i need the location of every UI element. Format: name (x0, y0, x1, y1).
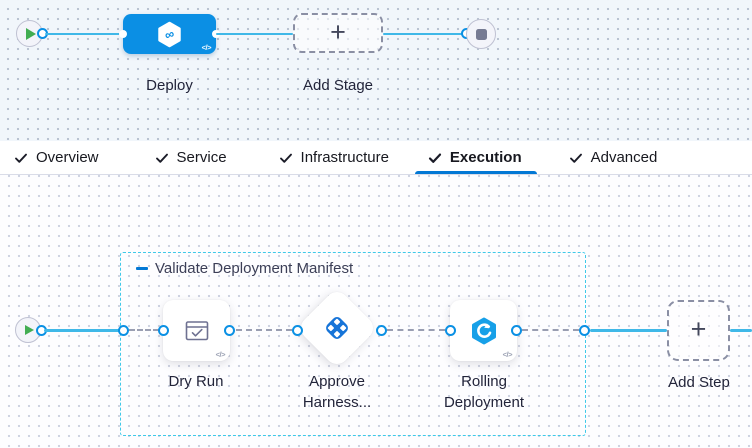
tab-service[interactable]: Service (155, 141, 227, 174)
stage-graph-canvas: ∞ </> Deploy + Add Stage (0, 0, 752, 141)
approve-right-port[interactable] (376, 325, 387, 336)
deploy-left-port[interactable] (119, 30, 127, 38)
step-label-approve: Approve Harness... (287, 371, 387, 413)
checked-window-icon (185, 320, 208, 340)
check-icon (15, 153, 27, 163)
play-icon (26, 27, 36, 40)
add-step-button[interactable]: + (667, 300, 730, 361)
step-label-line: Approve (309, 373, 365, 390)
dryrun-right-port[interactable] (224, 325, 235, 336)
tab-label: Overview (36, 149, 99, 166)
add-step-label: Add Step (668, 374, 730, 391)
stage-label-deploy: Deploy (146, 77, 193, 94)
tab-overview[interactable]: Overview (14, 141, 99, 174)
group-left-port[interactable] (118, 325, 129, 336)
check-icon (279, 153, 292, 163)
plus-icon: + (690, 314, 707, 344)
step-label-line: Deployment (443, 394, 525, 411)
connector-deploy-to-addstage (216, 32, 293, 36)
step-label-line: Harness... (302, 394, 372, 411)
pipeline-stop-node (466, 19, 496, 49)
dryrun-left-port[interactable] (158, 325, 169, 336)
add-stage-label: Add Stage (302, 77, 374, 94)
connector-addstep-to-edge (730, 329, 752, 332)
collapse-group-icon[interactable] (136, 267, 148, 270)
step-label-line: Rolling (461, 373, 507, 390)
step-label-dry-run: Dry Run (168, 373, 224, 390)
connector-addstage-to-stop (383, 32, 462, 36)
stage-config-tabbar: Overview Service Infrastructure Executio… (0, 141, 752, 175)
stage-node-deploy[interactable]: ∞ </> (119, 14, 220, 54)
code-icon: </> (215, 350, 226, 359)
step-label-rolling-deployment: Rolling Deployment (434, 371, 534, 413)
tab-advanced[interactable]: Advanced (569, 141, 658, 174)
tab-label: Advanced (590, 149, 658, 166)
svg-text:∞: ∞ (163, 25, 176, 42)
rolling-left-port[interactable] (445, 325, 456, 336)
code-icon: </> (201, 43, 212, 52)
connector-rolling-to-group-edge (522, 329, 579, 331)
play-icon (25, 325, 34, 335)
connector-dryrun-to-approve (236, 329, 292, 331)
check-icon (569, 153, 582, 163)
tab-label: Service (176, 149, 227, 166)
tab-label: Infrastructure (300, 149, 389, 166)
code-icon: </> (502, 350, 513, 359)
rolling-right-port[interactable] (511, 325, 522, 336)
execution-graph-canvas: Validate Deployment Manifest </> Dry Run (0, 175, 752, 448)
connector-group-to-dryrun (129, 329, 159, 331)
check-icon (155, 153, 168, 163)
step-node-rolling-deployment[interactable]: </> (450, 300, 517, 361)
step-group-validate-deployment-manifest (120, 252, 586, 436)
harness-cd-stage-icon: ∞ (158, 21, 181, 47)
tab-label: Execution (449, 149, 522, 166)
approve-left-port[interactable] (292, 325, 303, 336)
step-group-label: Validate Deployment Manifest (155, 260, 354, 277)
stop-icon (475, 28, 487, 40)
rolling-deployment-icon (471, 317, 496, 344)
check-icon (428, 153, 442, 163)
connector-start-to-deploy (45, 32, 123, 36)
tab-infrastructure[interactable]: Infrastructure (279, 141, 389, 174)
tab-execution[interactable]: Execution (414, 141, 537, 174)
connector-group-to-addstep (590, 329, 667, 332)
step-node-dry-run[interactable]: </> (163, 300, 230, 361)
add-stage-button[interactable]: + (293, 13, 383, 53)
group-right-port[interactable] (579, 325, 590, 336)
connector-approve-to-rolling (387, 329, 445, 331)
harness-approval-icon (326, 317, 348, 339)
plus-icon: + (330, 16, 346, 47)
connector-start-to-group (44, 329, 123, 332)
